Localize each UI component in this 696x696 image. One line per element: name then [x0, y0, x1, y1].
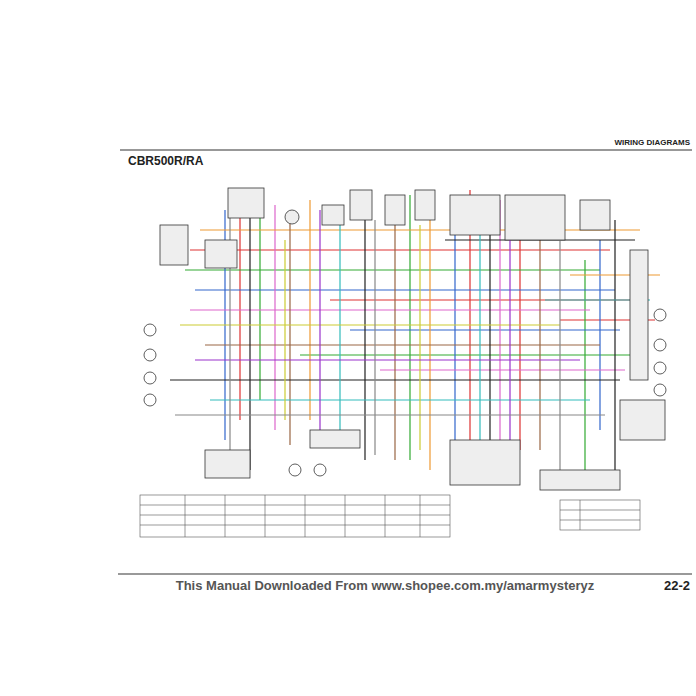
section-header: WIRING DIAGRAMS — [614, 138, 690, 147]
watermark: This Manual Downloaded From www.shopee.c… — [176, 578, 595, 593]
page-number: 22-2 — [664, 578, 690, 593]
diagram-title: CBR500R/RA — [128, 154, 203, 168]
